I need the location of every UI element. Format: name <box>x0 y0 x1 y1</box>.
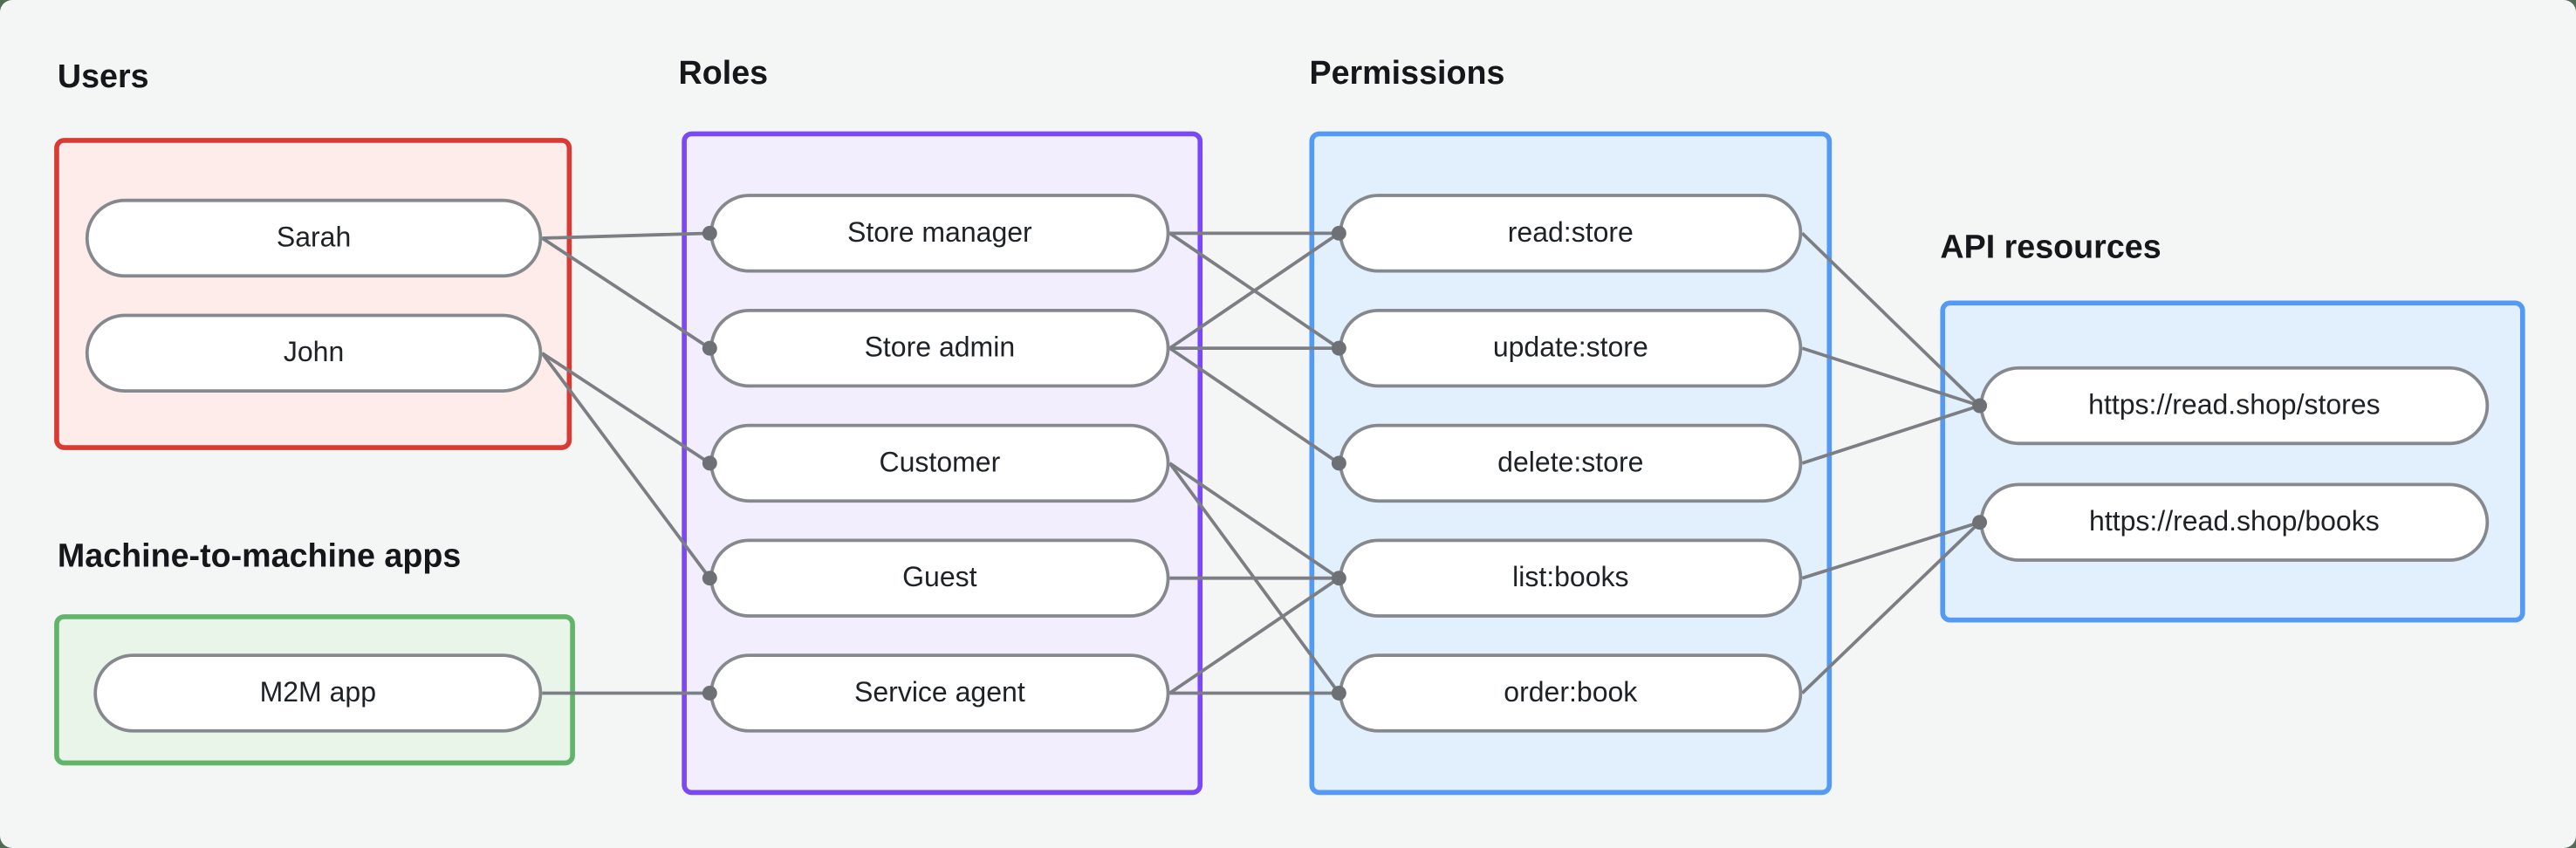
node-role-store-manager: Store manager <box>709 194 1170 273</box>
users-group-box <box>54 138 572 450</box>
m2m-apps-section-label: Machine-to-machine apps <box>57 538 462 575</box>
roles-section-label: Roles <box>678 56 769 92</box>
node-permission-read-store: read:store <box>1339 194 1803 273</box>
node-permission-delete-store: delete:store <box>1339 423 1803 503</box>
node-role-guest: Guest <box>709 538 1170 618</box>
node-user-john: John <box>85 313 543 393</box>
users-section-label: Users <box>57 58 149 96</box>
node-permission-update-store: update:store <box>1339 308 1803 388</box>
node-role-service-agent: Service agent <box>709 653 1170 733</box>
node-user-sarah: Sarah <box>85 198 543 278</box>
permissions-section-label: Permissions <box>1309 56 1505 92</box>
node-permission-order-book: order:book <box>1339 653 1803 733</box>
node-api-resource-books: https://read.shop/books <box>1979 482 2490 562</box>
node-api-resource-stores: https://read.shop/stores <box>1979 366 2490 446</box>
node-m2m-app: M2M app <box>93 653 543 733</box>
node-permission-list-books: list:books <box>1339 538 1803 618</box>
api-resources-section-label: API resources <box>1940 229 2162 266</box>
node-role-customer: Customer <box>709 423 1170 503</box>
api-resources-group-box <box>1940 300 2525 623</box>
node-role-store-admin: Store admin <box>709 308 1170 388</box>
